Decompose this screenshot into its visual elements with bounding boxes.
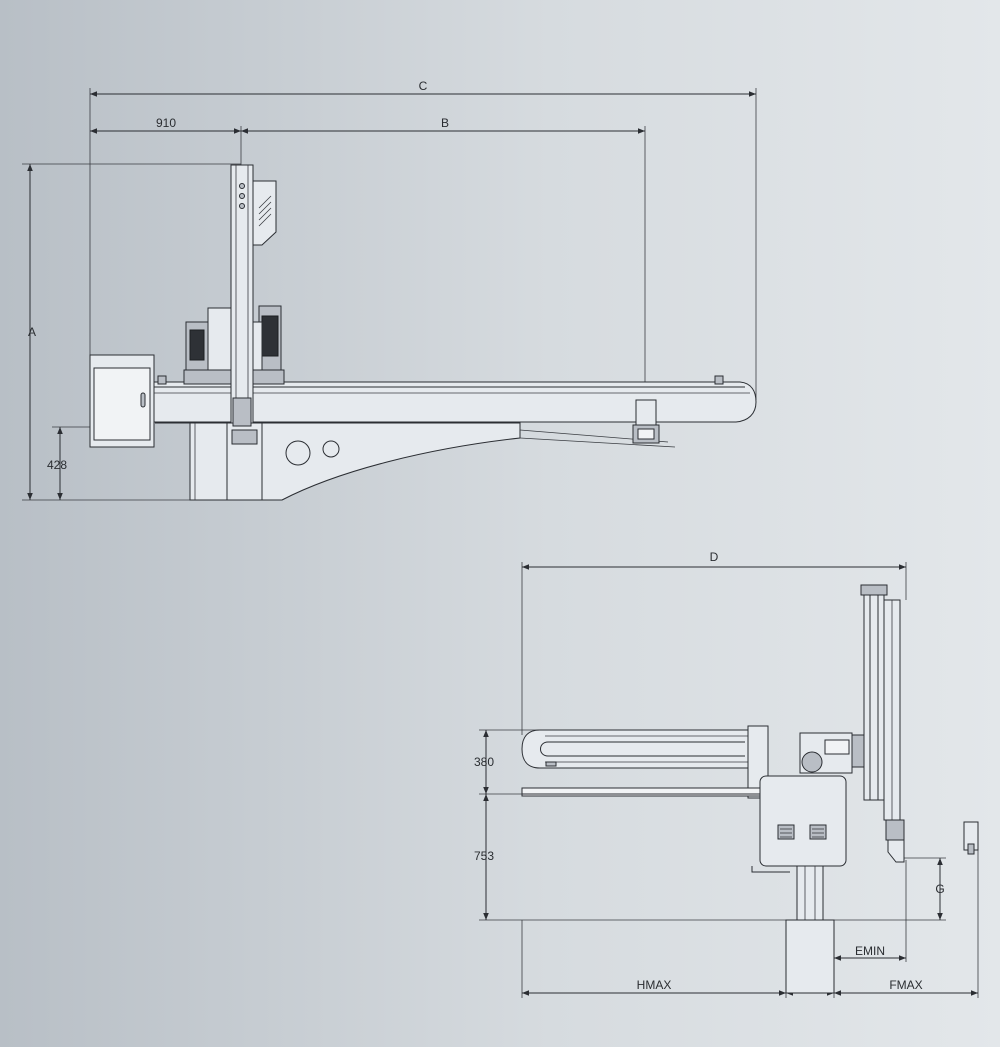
dim-label-c: C <box>419 79 428 93</box>
end-carriage <box>635 399 657 426</box>
dim-label-emin: EMIN <box>855 944 885 958</box>
stand-hole-large <box>285 440 311 466</box>
dim-label-g: G <box>935 882 944 896</box>
gripper-end <box>887 839 905 863</box>
front-vertical-arm <box>863 587 885 801</box>
support-column <box>796 865 824 921</box>
dim-label-a: A <box>28 325 36 339</box>
dim-label-d: D <box>710 550 719 564</box>
main-housing <box>759 775 847 867</box>
dim-label-753: 753 <box>474 849 494 863</box>
side-view: C 910 B A 428 <box>22 79 757 501</box>
dim-label-hmax: HMAX <box>637 978 672 992</box>
horizontal-arm <box>521 729 761 769</box>
stand-hole-small <box>322 440 340 458</box>
dim-label-910: 910 <box>156 116 176 130</box>
dim-label-428: 428 <box>47 458 67 472</box>
arm-head-bracket <box>252 180 277 246</box>
traverse-beam <box>153 381 757 423</box>
dim-label-380: 380 <box>474 755 494 769</box>
dim-label-fmax: FMAX <box>889 978 922 992</box>
front-view: D 380 753 G EMIN HMAX 280 FMAX <box>474 550 979 998</box>
dim-label-b: B <box>441 116 449 130</box>
column-base <box>785 919 835 994</box>
